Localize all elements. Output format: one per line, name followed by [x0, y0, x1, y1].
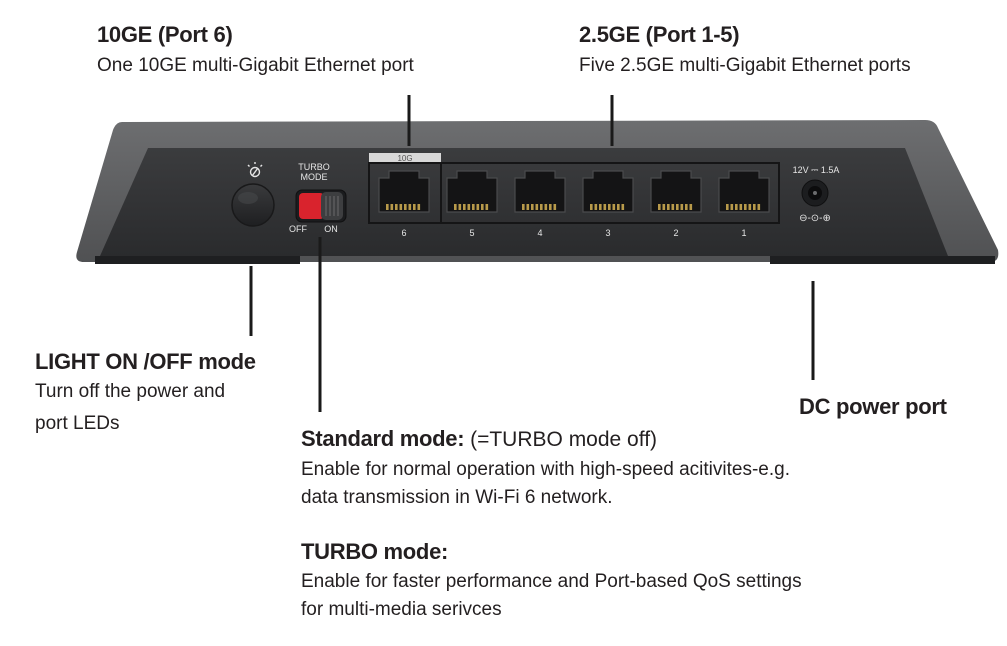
turbo-mode-title: TURBO mode:	[301, 539, 449, 564]
port-pin	[753, 204, 756, 210]
light-toggle-button[interactable]	[231, 183, 275, 227]
port-pin	[485, 204, 489, 210]
standard-mode-title-suffix: (=TURBO mode off)	[464, 428, 658, 451]
port-pin	[594, 204, 598, 210]
port-pin	[590, 204, 593, 210]
port-pin	[748, 204, 752, 210]
port-pin	[658, 204, 661, 210]
ethernet-port-5[interactable]	[446, 170, 498, 213]
port-pin	[472, 204, 475, 210]
port-pin	[540, 204, 543, 210]
port-pin	[671, 204, 675, 210]
port-pin	[608, 204, 611, 210]
polarity-label: ⊖-⊙-⊕	[799, 213, 831, 224]
ethernet-port-1[interactable]	[718, 170, 770, 213]
port-pin	[603, 204, 607, 210]
port-number-label: 6	[401, 228, 406, 238]
port-number-label: 5	[469, 228, 474, 238]
port-number-label: 1	[741, 228, 746, 238]
port-pin	[399, 204, 403, 210]
port-10g-tag	[369, 153, 441, 162]
ethernet-port-6[interactable]	[378, 170, 430, 213]
port-pin	[544, 204, 548, 210]
port-pin	[417, 204, 421, 210]
turbo-mode-desc-line1: Enable for faster performance and Port-b…	[301, 571, 802, 592]
port-pin	[676, 204, 679, 210]
port-pin	[685, 204, 688, 210]
port-pin	[408, 204, 412, 210]
dc-power-jack[interactable]	[801, 179, 829, 207]
port-pin	[395, 204, 398, 210]
port-pin	[744, 204, 747, 210]
port-pin	[599, 204, 602, 210]
port-pin	[726, 204, 729, 210]
port-pin	[612, 204, 616, 210]
port-10ge-title: 10GE (Port 6)	[97, 22, 233, 47]
port-10g-tag-label: 10G	[397, 154, 412, 163]
port-pin	[553, 204, 557, 210]
port-number-label: 4	[537, 228, 542, 238]
switch-label-mode: MODE	[301, 172, 328, 182]
power-rating-label: 12V ⎓ 1.5A	[793, 165, 840, 175]
standard-mode-heading: Standard mode: (=TURBO mode off)	[301, 426, 657, 452]
light-mode-desc-line1: Turn off the power and	[35, 381, 226, 402]
port-pin	[531, 204, 534, 210]
turbo-mode-switch[interactable]	[295, 189, 347, 223]
port-pin	[463, 204, 466, 210]
port-pin	[617, 204, 620, 210]
ethernet-port-2[interactable]	[650, 170, 702, 213]
port-number-label: 2	[673, 228, 678, 238]
port-10ge-desc: One 10GE multi-Gigabit Ethernet port	[97, 55, 414, 76]
port-pin	[467, 204, 471, 210]
ethernet-port-3[interactable]	[582, 170, 634, 213]
port-number-label: 3	[605, 228, 610, 238]
light-mode-desc-line2: port LEDs	[35, 413, 120, 434]
port-pin	[680, 204, 684, 210]
turbo-mode-desc-line2: for multi-media serivces	[301, 599, 502, 620]
standard-mode-desc-line2: data transmission in Wi-Fi 6 network.	[301, 487, 613, 508]
light-mode-title: LIGHT ON /OFF mode	[35, 349, 256, 374]
port-pin	[481, 204, 484, 210]
port-pin	[667, 204, 670, 210]
port-pin	[549, 204, 552, 210]
port-pin	[386, 204, 389, 210]
port-pin	[535, 204, 539, 210]
ethernet-ports: 6 5 4 3 2 1	[378, 170, 770, 238]
leader-lines	[249, 95, 815, 412]
standard-mode-desc-line1: Enable for normal operation with high-sp…	[301, 459, 790, 480]
port-pin	[404, 204, 407, 210]
port-pin	[454, 204, 457, 210]
switch-label-on: ON	[324, 224, 338, 234]
port-pin	[662, 204, 666, 210]
ethernet-port-4[interactable]	[514, 170, 566, 213]
port-pin	[689, 204, 693, 210]
standard-mode-title: Standard mode:	[301, 426, 465, 451]
port-frame-25g	[440, 162, 780, 224]
switch-label-turbo: TURBO	[298, 162, 330, 172]
port-pin	[757, 204, 761, 210]
port-pin	[730, 204, 734, 210]
port-pin	[458, 204, 462, 210]
port-pin	[522, 204, 525, 210]
light-bulb-icon	[247, 162, 263, 178]
port-25ge-title: 2.5GE (Port 1-5)	[579, 22, 740, 47]
port-pin	[739, 204, 743, 210]
port-pin	[390, 204, 394, 210]
port-25ge-desc: Five 2.5GE multi-Gigabit Ethernet ports	[579, 55, 911, 76]
dc-power-title: DC power port	[799, 394, 947, 419]
port-pin	[526, 204, 530, 210]
switch-label-off: OFF	[289, 224, 307, 234]
port-pin	[621, 204, 625, 210]
port-pin	[413, 204, 416, 210]
port-pin	[476, 204, 480, 210]
port-pin	[735, 204, 738, 210]
